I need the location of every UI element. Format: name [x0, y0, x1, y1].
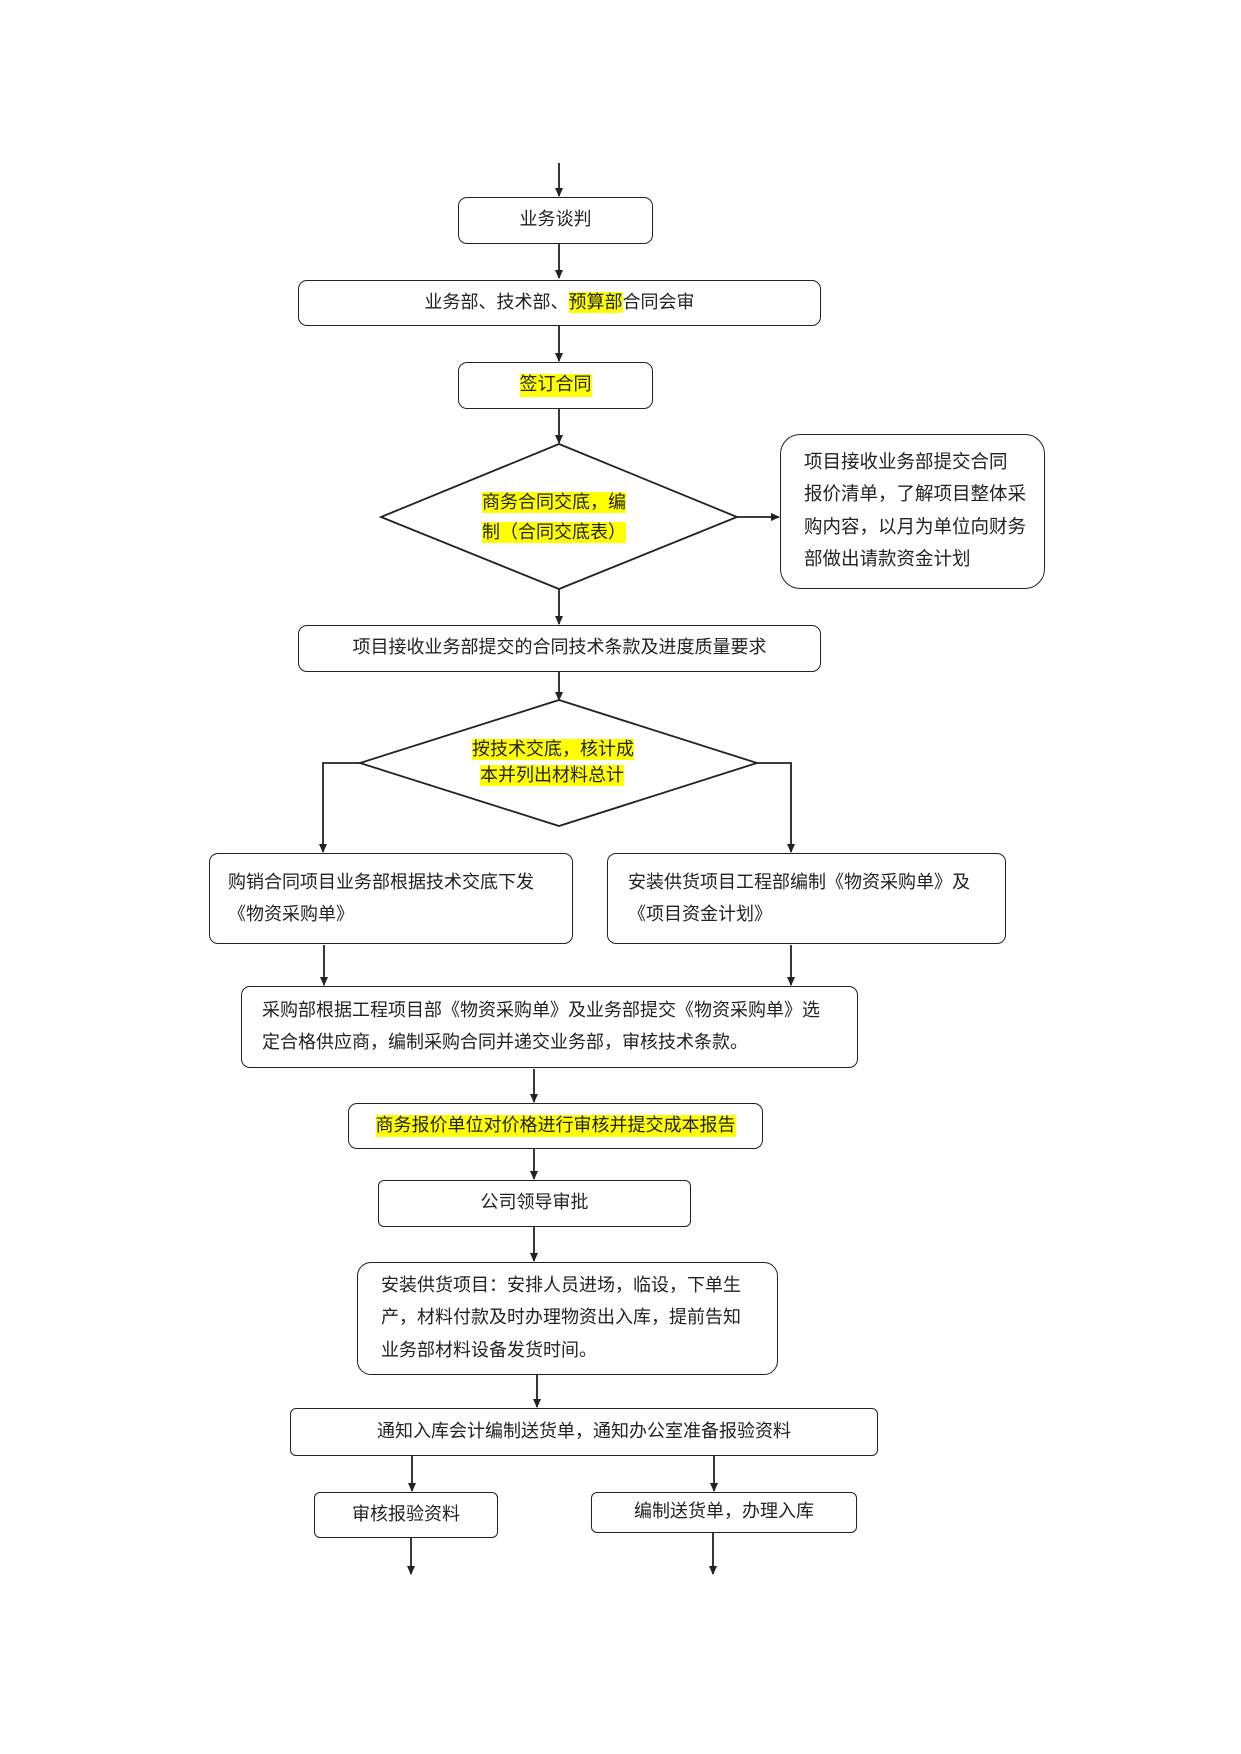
- side-note-line-4: 部做出请款资金计划: [804, 549, 971, 570]
- purchase-dept-text: 采购部根据工程项目部《物资采购单》及业务部提交《物资采购单》选 定合格供应商，编…: [262, 995, 820, 1059]
- arrange-text: 安装供货项目：安排人员进场，临设，下单生 产，材料付款及时办理物资出入库，提前告…: [381, 1270, 741, 1368]
- sales-contract-box: 购销合同项目业务部根据技术交底下发 《物资采购单》: [209, 853, 573, 944]
- sign-contract-box: 签订合同: [458, 362, 653, 409]
- install-supply-box: 安装供货项目工程部编制《物资采购单》及 《项目资金计划》: [607, 853, 1006, 944]
- review-text-b: 合同会审: [622, 291, 695, 313]
- side-note-text: 项目接收业务部提交合同 报价清单，了解项目整体采 购内容，以月为单位向财务 部做…: [804, 447, 1026, 577]
- delivery-label: 编制送货单，办理入库: [634, 1501, 814, 1523]
- side-note-line-2: 报价清单，了解项目整体采: [804, 484, 1027, 505]
- handover-line-2: 制（合同交底表）: [482, 522, 626, 543]
- side-note-box: 项目接收业务部提交合同 报价清单，了解项目整体采 购内容，以月为单位向财务 部做…: [780, 434, 1045, 589]
- install-supply-text: 安装供货项目工程部编制《物资采购单》及 《项目资金计划》: [628, 867, 970, 931]
- install-line-2: 《项目资金计划》: [628, 903, 772, 925]
- receive-terms-box: 项目接收业务部提交的合同技术条款及进度质量要求: [298, 625, 821, 672]
- install-line-1: 安装供货项目工程部编制《物资采购单》及: [628, 871, 970, 893]
- arrange-box: 安装供货项目：安排人员进场，临设，下单生 产，材料付款及时办理物资出入库，提前告…: [357, 1262, 778, 1375]
- contract-review-label: 业务部、技术部、预算部合同会审: [424, 291, 695, 315]
- handover-line-1: 商务合同交底，编: [482, 492, 626, 513]
- purchase-line-2: 定合格供应商，编制采购合同并递交业务部，审核技术条款。: [262, 1032, 748, 1053]
- quote-review-box: 商务报价单位对价格进行审核并提交成本报告: [348, 1103, 763, 1149]
- audit-docs-label: 审核报验资料: [352, 1503, 460, 1525]
- arrow-cost-install: [757, 762, 795, 853]
- decision-diamond-handover: [378, 443, 740, 590]
- purchase-dept-box: 采购部根据工程项目部《物资采购单》及业务部提交《物资采购单》选 定合格供应商，编…: [241, 986, 858, 1068]
- approval-box: 公司领导审批: [378, 1180, 691, 1227]
- cost-decision-text: 按技术交底，核计成 本并列出材料总计: [472, 737, 634, 789]
- sign-contract-label: 签订合同: [519, 374, 592, 397]
- arrange-line-1: 安装供货项目：安排人员进场，临设，下单生: [381, 1274, 741, 1296]
- sales-contract-text: 购销合同项目业务部根据技术交底下发 《物资采购单》: [228, 867, 534, 931]
- delivery-box: 编制送货单，办理入库: [591, 1492, 857, 1533]
- sales-line-2: 《物资采购单》: [228, 903, 354, 925]
- notify-box: 通知入库会计编制送货单，通知办公室准备报验资料: [290, 1408, 878, 1456]
- negotiation-label: 业务谈判: [519, 209, 592, 231]
- audit-docs-box: 审核报验资料: [314, 1492, 498, 1538]
- quote-review-label: 商务报价单位对价格进行审核并提交成本报告: [375, 1114, 736, 1138]
- arrow-cost-sales: [319, 762, 360, 853]
- arrange-line-3: 业务部材料设备发货时间。: [381, 1339, 597, 1361]
- sales-line-1: 购销合同项目业务部根据技术交底下发: [228, 871, 534, 893]
- negotiation-box: 业务谈判: [458, 197, 653, 244]
- receive-terms-label: 项目接收业务部提交的合同技术条款及进度质量要求: [352, 637, 767, 659]
- decision-diamond-cost: [357, 699, 760, 827]
- arrange-line-2: 产，材料付款及时办理物资出入库，提前告知: [381, 1307, 741, 1329]
- side-note-line-1: 项目接收业务部提交合同: [804, 451, 1008, 473]
- review-text-a: 业务部、技术部、: [424, 291, 569, 313]
- handover-decision-text: 商务合同交底，编 制（合同交底表）: [482, 488, 626, 548]
- approval-label: 公司领导审批: [480, 1192, 589, 1214]
- cost-line-2: 本并列出材料总计: [480, 765, 624, 786]
- side-note-line-3: 购内容，以月为单位向财务: [804, 516, 1027, 538]
- budget-dept-highlight: 预算部: [568, 291, 623, 313]
- purchase-line-1: 采购部根据工程项目部《物资采购单》及业务部提交《物资采购单》选: [262, 1000, 820, 1021]
- contract-review-box: 业务部、技术部、预算部合同会审: [298, 280, 821, 326]
- cost-line-1: 按技术交底，核计成: [472, 739, 634, 760]
- notify-label: 通知入库会计编制送货单，通知办公室准备报验资料: [377, 1420, 791, 1442]
